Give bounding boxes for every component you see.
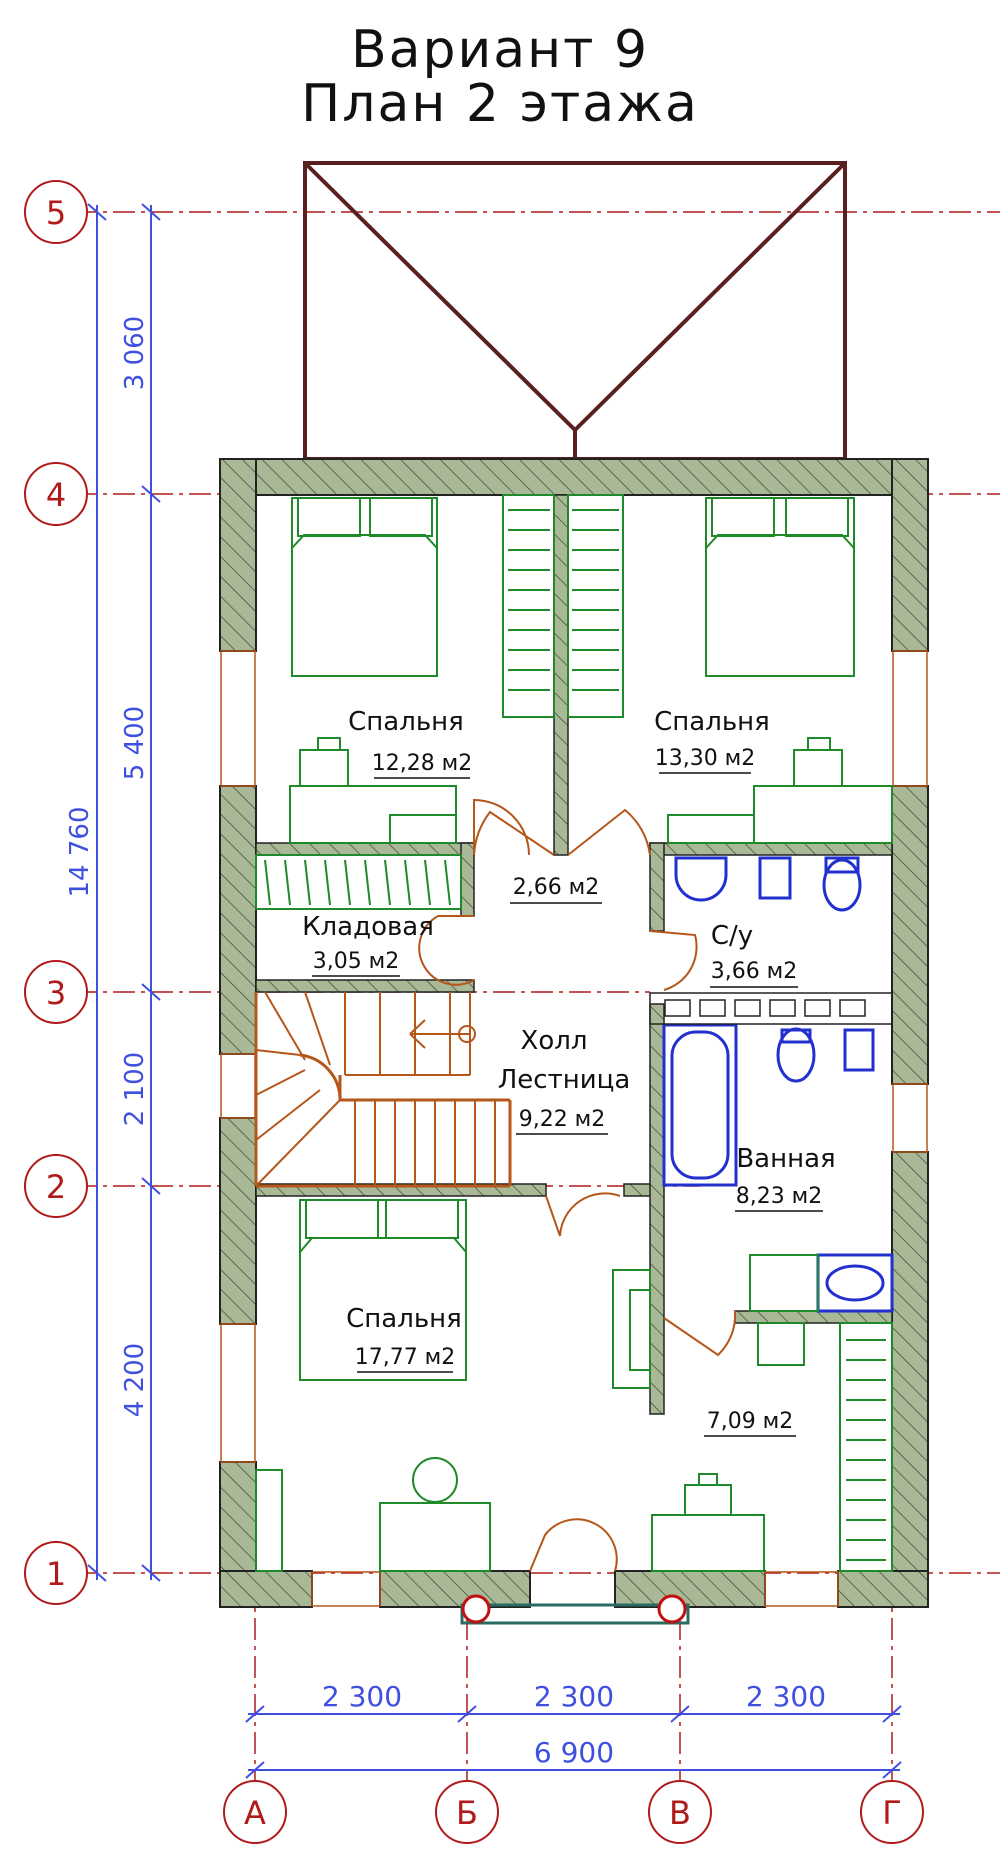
mirror-shelf [612,1269,651,1389]
dimension-label: 4 200 [120,1343,150,1417]
desk-bedroom-2 [667,737,893,844]
dimension-label: 2 300 [746,1680,826,1713]
room-name: С/у [711,921,753,951]
room-name: Ванная [736,1144,835,1174]
roof-outline [303,161,847,461]
column-right [657,1594,687,1624]
room-area: 8,23 м2 [736,1184,823,1209]
axis-label: 5 [46,194,66,232]
bed-bedroom-1 [291,497,438,677]
room-labels: Спальня 12,28 м2 Спальня 13,30 м2 2,66 м… [302,707,836,1437]
room-name: Спальня [654,707,770,737]
room-area: 7,09 м2 [707,1409,794,1434]
room-area: 2,66 м2 [513,875,600,900]
dimension-label: 2 300 [534,1680,614,1713]
column-left [461,1594,491,1624]
vertical-dimension-chain [87,203,161,1582]
drawing-title-line2: План 2 этажа [301,74,699,134]
desk-bedroom-3 [255,1457,491,1572]
room-area: 12,28 м2 [372,751,473,776]
wardrobe-bedroom-2 [567,494,624,718]
row-axis-markers: 5 4 3 2 1 [24,180,88,1605]
dimension-total: 14 760 [65,807,95,898]
storage-shelving [255,854,462,910]
room-area: 3,05 м2 [313,949,400,974]
wc-plumbing [674,856,862,912]
room-name: Кладовая [302,912,434,942]
bathroom-plumbing [662,1023,894,1313]
room-area: 13,30 м2 [655,746,756,771]
dimension-label: 5 400 [120,706,150,780]
desk-hall [651,1473,765,1572]
wardrobe-bedroom-1 [502,494,555,718]
axis-label: 4 [46,476,66,514]
doors [418,798,737,1572]
axis-label: Б [456,1794,478,1832]
dimension-label: 3 060 [120,316,150,390]
room-area: 9,22 м2 [519,1107,606,1132]
room-name: Спальня [348,707,464,737]
exterior-walls [219,458,929,1608]
axis-label: 1 [46,1555,66,1593]
room-name: Лестница [498,1065,631,1095]
wardrobe-hall [839,1322,893,1572]
dimension-label: 2 300 [322,1680,402,1713]
bed-bedroom-3 [299,1199,467,1381]
axis-label: А [244,1794,266,1832]
windows [220,650,928,1607]
column-axis-markers: А Б В Г [223,1780,924,1844]
axis-label: В [669,1794,691,1832]
balcony [460,1594,690,1625]
tile-border [649,992,893,1025]
horizontal-dimension-chain [245,1705,902,1779]
bed-bedroom-2 [705,497,855,677]
axis-label: 2 [46,1168,66,1206]
room-name: Холл [521,1026,588,1056]
dimension-total: 6 900 [534,1736,614,1769]
horizontal-dimension-labels: 2 300 2 300 2 300 6 900 [322,1680,826,1769]
axis-lines [75,211,1000,1780]
desk-bedroom-1 [289,737,457,844]
staircase [254,991,512,1188]
drawing-title-line1: Вариант 9 [350,20,650,80]
vertical-dimension-labels: 3 060 5 400 2 100 4 200 14 760 [65,316,150,1417]
room-name: Спальня [346,1304,462,1334]
dimension-label: 2 100 [120,1052,150,1126]
room-area: 17,77 м2 [355,1345,456,1370]
axis-label: 3 [46,974,66,1012]
axis-label: Г [882,1794,902,1832]
bathroom-cabinet [749,1254,819,1366]
room-area: 3,66 м2 [711,959,798,984]
